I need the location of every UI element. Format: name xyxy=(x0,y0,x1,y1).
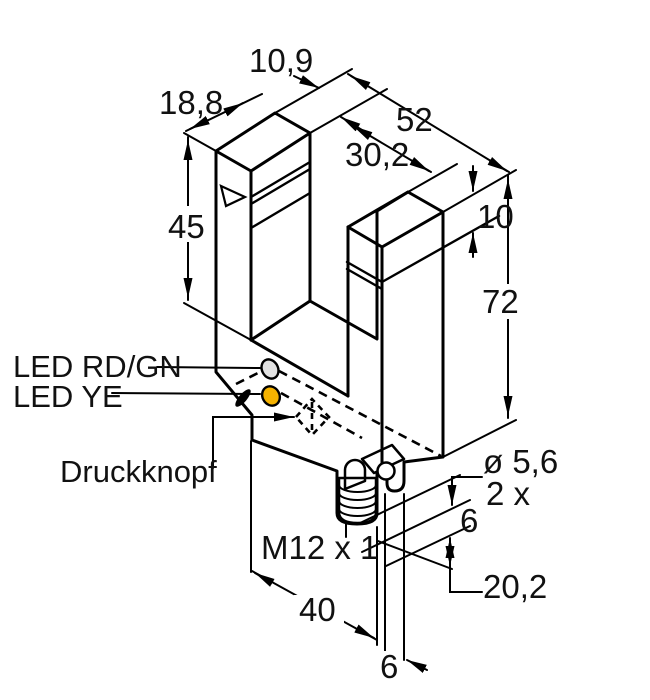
label-total-width: 52 xyxy=(396,101,433,138)
label-hole-count: 2 x xyxy=(486,475,531,512)
label-hole-spacing: 20,2 xyxy=(483,568,547,605)
label-beam-offset: 10 xyxy=(477,198,514,235)
label-hole-diameter: ø 5,6 xyxy=(483,443,558,480)
label-bg xyxy=(377,651,403,683)
label-bg xyxy=(294,595,344,627)
sensor-body xyxy=(214,111,501,526)
optical-axis-lines xyxy=(235,369,442,458)
label-bg xyxy=(164,206,211,242)
label-depth: 18,8 xyxy=(159,84,223,121)
led-rd-gn-indicator xyxy=(260,358,280,380)
label-mount-distance: 40 xyxy=(299,591,336,628)
label-total-height: 72 xyxy=(482,283,519,320)
m12-connector xyxy=(337,476,378,525)
label-pushbutton: Druckknopf xyxy=(60,454,217,489)
label-led-rd-gn: LED RD/GN xyxy=(13,349,182,384)
label-prong-width: 10,9 xyxy=(249,42,313,79)
body-silhouette xyxy=(214,111,445,526)
mounting-slot-arch xyxy=(343,458,367,491)
label-slot-depth: 45 xyxy=(168,208,205,245)
label-led-ye: LED YE xyxy=(13,379,123,414)
pushbutton-marker xyxy=(294,397,331,437)
beam-direction-icon xyxy=(219,184,248,208)
mounting-hole xyxy=(376,461,396,481)
mounting-lug-face xyxy=(360,443,406,475)
label-bottom-offset: 6 xyxy=(380,648,398,685)
label-bg xyxy=(479,284,526,319)
led-ye-indicator xyxy=(260,385,282,407)
dimension-labels: 10,9 18,8 52 30,2 10 45 72 LED RD/GN LED… xyxy=(13,42,558,685)
label-hole-offset: 6 xyxy=(460,502,478,539)
label-slot-width: 30,2 xyxy=(345,136,409,173)
label-thread-spec: M12 x 1 xyxy=(261,529,378,566)
body-edges xyxy=(214,131,501,469)
